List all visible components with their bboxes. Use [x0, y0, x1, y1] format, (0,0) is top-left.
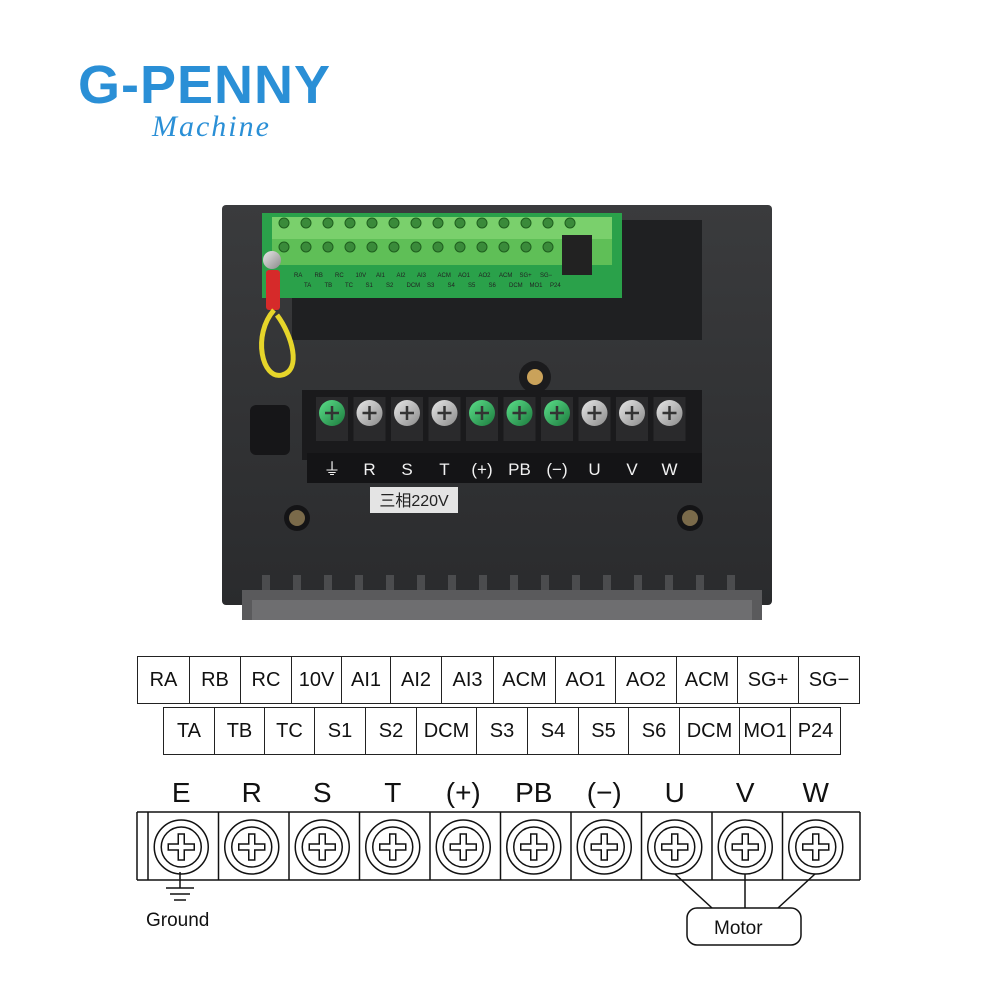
pcb-label-top: AI1	[376, 273, 386, 279]
power-terminal-label-4: (+)	[445, 777, 481, 808]
pcb-label-bottom: DCM	[509, 283, 523, 289]
power-terminal-label-3: T	[384, 777, 402, 808]
control-terminal-s6-cell: S6	[629, 707, 680, 755]
control-terminal-tc-cell: TC	[265, 707, 315, 755]
pcb-label-top: RB	[315, 273, 323, 279]
control-terminal-ta-cell: TA	[164, 707, 215, 755]
control-terminal-rb-cell: RB	[190, 656, 241, 704]
motor-label: Motor	[714, 918, 763, 939]
pcb-label-bottom: TB	[325, 283, 333, 289]
control-terminal-mo1-cell: MO1	[740, 707, 791, 755]
pcb-label-bottom: S3	[427, 283, 435, 289]
photo-terminal-label: ⏚	[324, 460, 341, 479]
pcb-label-bottom: S5	[468, 283, 476, 289]
screw-terminal-icon	[506, 819, 562, 875]
pcb-label-bottom: S4	[448, 283, 456, 289]
pcb-label-top: AI2	[397, 273, 407, 279]
screw-terminal-icon	[647, 819, 703, 875]
control-terminal-s3-cell: S3	[477, 707, 528, 755]
control-terminal-tb-cell: TB	[215, 707, 265, 755]
photo-terminal-label: V	[626, 460, 638, 479]
voltage-tag	[370, 487, 458, 513]
power-terminal-label-6: (−)	[586, 777, 622, 808]
control-terminal-p24-cell: P24	[791, 707, 841, 755]
pcb-label-top: RC	[335, 273, 344, 279]
control-terminal-s5-cell: S5	[579, 707, 629, 755]
pcb-label-bottom: S2	[386, 283, 394, 289]
pcb-label-top: AI3	[417, 273, 427, 279]
control-terminal-dcm-cell: DCM	[680, 707, 740, 755]
power-terminal-label-8: V	[735, 777, 755, 808]
power-terminal-label-5: PB	[515, 777, 553, 808]
pcb-label-bottom: MO1	[530, 283, 544, 289]
pcb-label-top: SG+	[520, 273, 533, 279]
control-terminal-ai3-cell: AI3	[442, 656, 494, 704]
voltage-tag-text: 三相220V	[379, 492, 449, 510]
screw-terminal-icon	[365, 819, 421, 875]
control-terminal-dcm-cell: DCM	[417, 707, 477, 755]
pcb-label-top: ACM	[499, 273, 512, 279]
control-terminal-rc-cell: RC	[241, 656, 292, 704]
pcb-label-top: AO2	[479, 273, 492, 279]
control-terminal-ao1-cell: AO1	[556, 656, 616, 704]
control-terminal-s1-cell: S1	[315, 707, 366, 755]
screw-terminal-icon	[576, 819, 632, 875]
ground-wire	[259, 308, 296, 378]
ground-symbol-icon	[166, 872, 194, 901]
control-terminal-sg-cell: SG+	[738, 656, 799, 704]
photo-terminal-label: (−)	[546, 460, 567, 479]
pcb-label-top: RA	[294, 273, 302, 279]
pcb-label-top: 10V	[356, 273, 367, 279]
pcb-label-bottom: DCM	[407, 283, 421, 289]
screw-terminal-icon	[294, 819, 350, 875]
photo-terminal-label: PB	[508, 460, 531, 479]
control-terminal-sg-cell: SG−	[799, 656, 860, 704]
control-terminal-ai1-cell: AI1	[342, 656, 391, 704]
power-terminal-label-0: E	[171, 777, 191, 808]
inverter-terminal-photo: RA RB RC 10V AI1 AI2 AI3 ACM AO1 AO2 ACM SG+ SG− TA T…	[222, 205, 772, 620]
control-terminal-s4-cell: S4	[528, 707, 579, 755]
pcb-label-bottom: TA	[304, 283, 311, 289]
red-crimp-terminal	[266, 270, 280, 310]
brand-logo-title: G-PENNY	[78, 55, 332, 115]
control-terminal-ra-cell: RA	[138, 656, 190, 704]
photo-terminal-label: R	[363, 460, 375, 479]
power-terminal-label-7: U	[664, 777, 685, 808]
pcb-label-bottom: P24	[550, 283, 561, 289]
power-terminal-diagram	[136, 811, 861, 946]
brand-logo-subtitle: Machine	[152, 110, 271, 143]
power-terminal-label-9: W	[802, 777, 829, 808]
pcb-label-bottom: TC	[345, 283, 354, 289]
control-terminal-ao2-cell: AO2	[616, 656, 677, 704]
motor-box	[686, 907, 802, 946]
control-terminal-acm-cell: ACM	[677, 656, 738, 704]
screw-terminal-icon	[224, 819, 280, 875]
photo-terminal-label: T	[439, 460, 449, 479]
photo-terminal-label: (+)	[471, 460, 492, 479]
pcb-label-bottom: S6	[489, 283, 497, 289]
photo-terminal-label: S	[401, 460, 412, 479]
photo-terminal-label: W	[661, 460, 677, 479]
pcb-label-top: AO1	[458, 273, 471, 279]
screw-terminal-icon	[788, 819, 844, 875]
pcb-label-top: ACM	[438, 273, 451, 279]
ground-screw-icon	[263, 251, 281, 269]
screw-terminal-icon	[717, 819, 773, 875]
control-terminal-s2-cell: S2	[366, 707, 417, 755]
photo-terminal-label: U	[588, 460, 600, 479]
pcb-label-top: SG−	[540, 273, 553, 279]
ground-label: Ground	[146, 910, 210, 931]
control-terminal-ai2-cell: AI2	[391, 656, 442, 704]
power-terminal-label-2: S	[312, 777, 332, 808]
pcb-label-bottom: S1	[366, 283, 374, 289]
motor-connection-lines	[674, 873, 816, 909]
control-terminal-acm-cell: ACM	[494, 656, 556, 704]
screw-terminal-icon	[435, 819, 491, 875]
screw-terminal-icon	[153, 819, 209, 875]
power-terminal-label-1: R	[241, 777, 262, 808]
control-terminal-10v-cell: 10V	[292, 656, 342, 704]
